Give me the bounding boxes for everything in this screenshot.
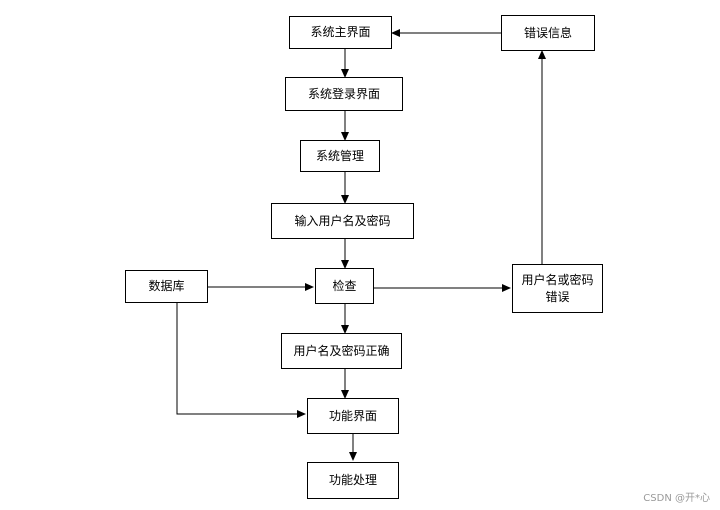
watermark: CSDN @开*心 (643, 493, 710, 504)
node-input-credentials: 输入用户名及密码 (271, 203, 414, 239)
node-check: 检查 (315, 268, 374, 304)
edge-database-to-funcui (176, 303, 306, 418)
node-error-info: 错误信息 (501, 15, 595, 51)
node-system-manage: 系统管理 (300, 140, 380, 172)
node-function-ui: 功能界面 (307, 398, 399, 434)
node-login-ui: 系统登录界面 (285, 77, 403, 111)
node-credentials-ok: 用户名及密码正确 (281, 333, 402, 369)
node-credentials-error: 用户名或密码错误 (512, 264, 603, 313)
node-main-ui: 系统主界面 (289, 16, 392, 49)
node-function-process: 功能处理 (307, 462, 399, 499)
node-database: 数据库 (125, 270, 208, 303)
